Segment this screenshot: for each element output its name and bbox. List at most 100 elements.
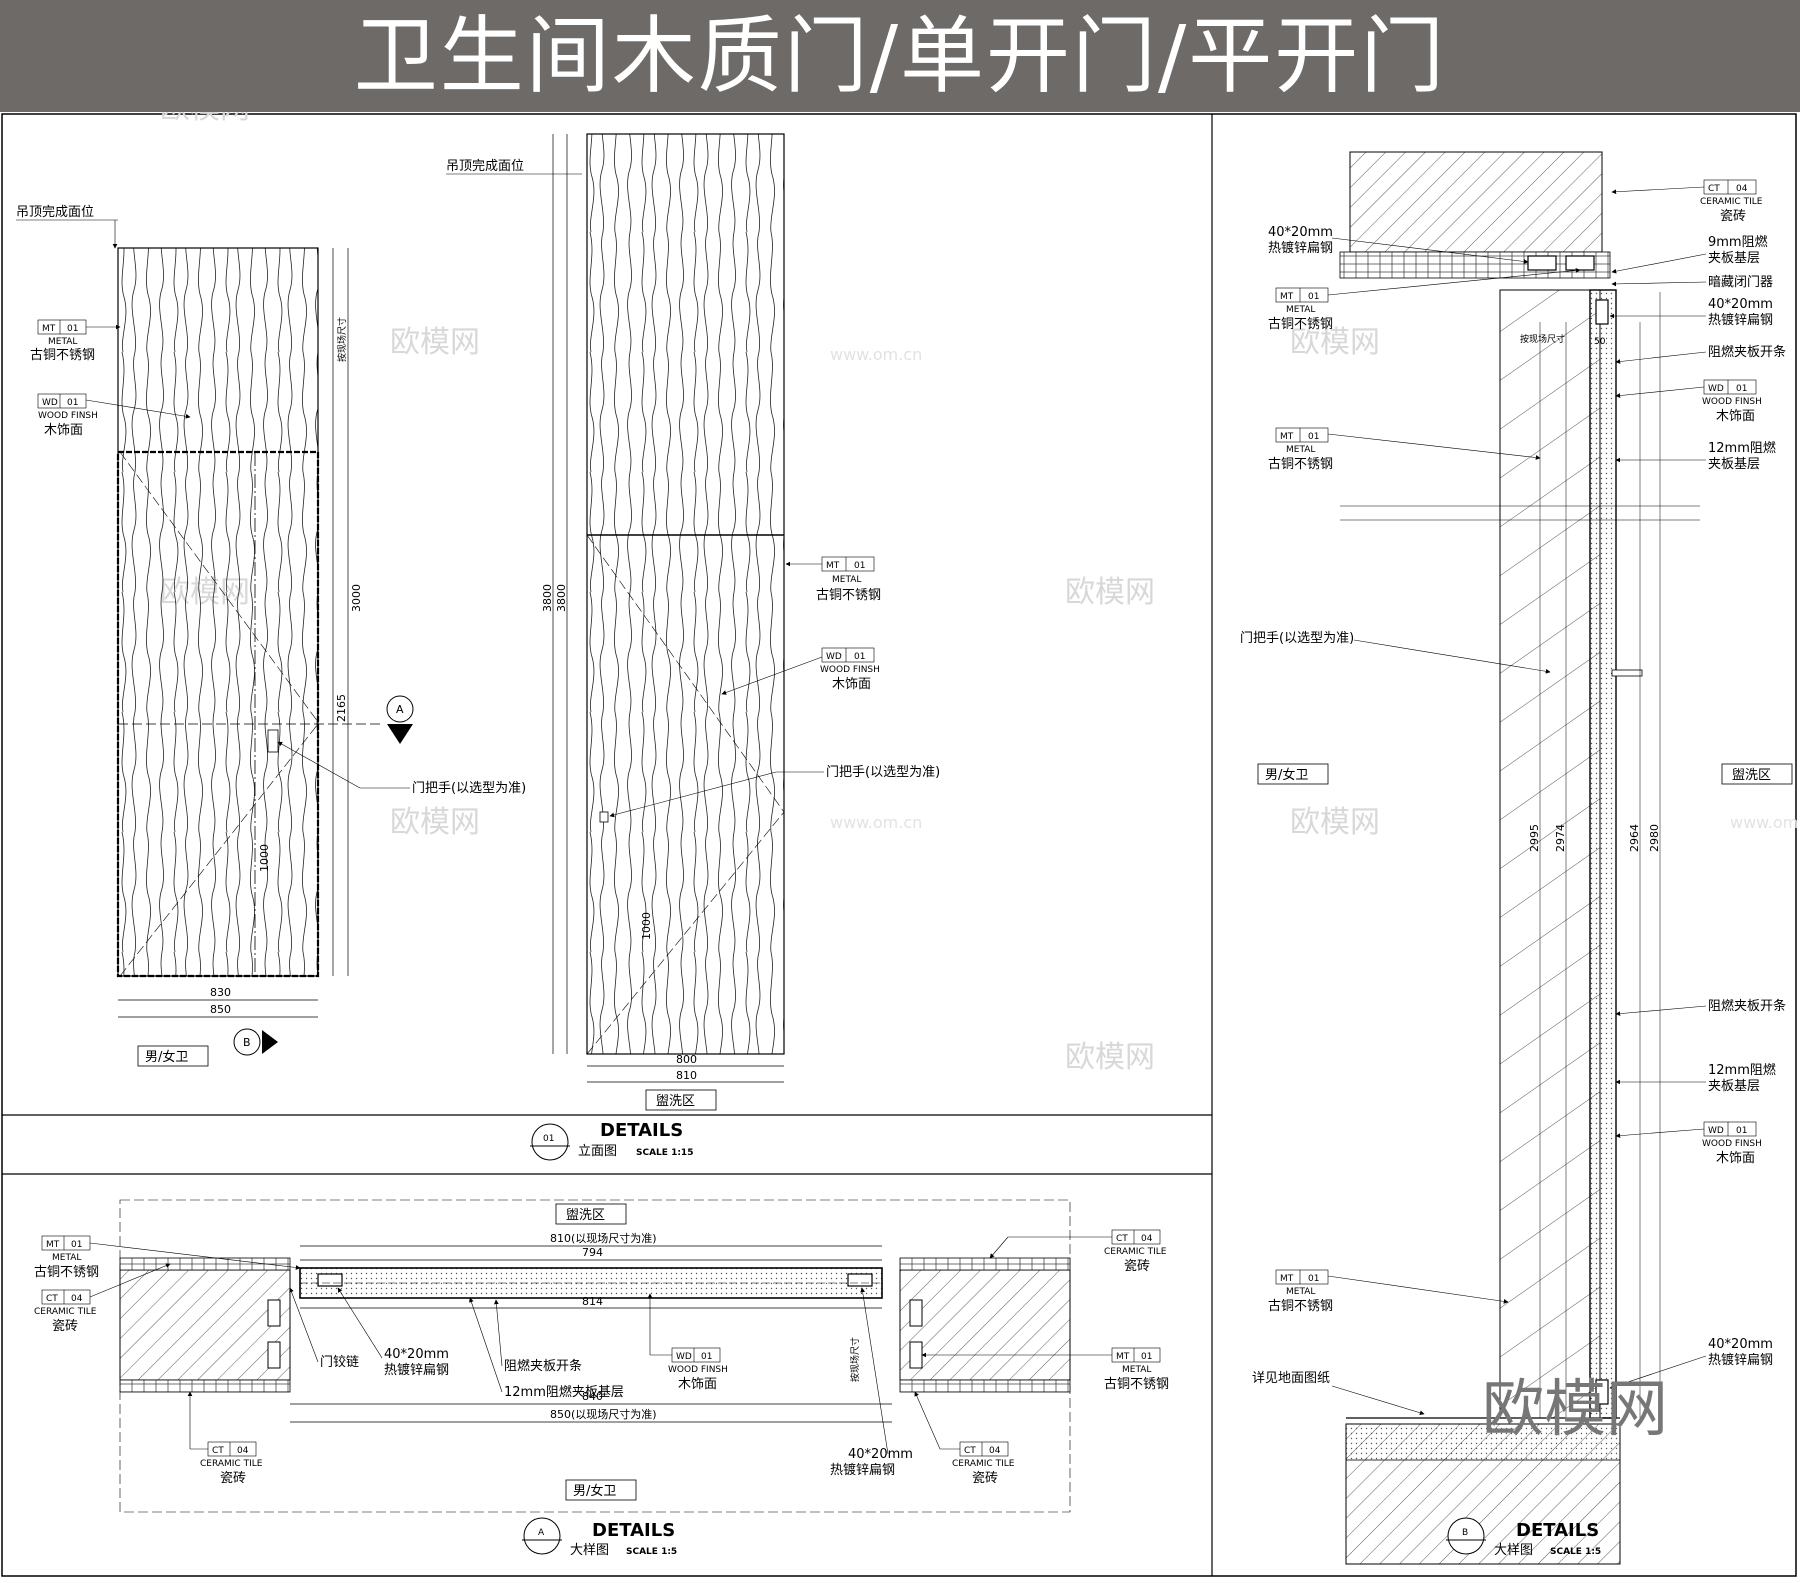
material-tag-wood: WD 01 WOOD FINSH 木饰面 — [1615, 379, 1762, 424]
svg-text:01: 01 — [854, 652, 865, 662]
material-tag-tile: CT 04 CERAMIC TILE 瓷砖 — [914, 1391, 1015, 1486]
svg-text:01: 01 — [543, 1134, 554, 1144]
watermark-text: 欧模网 — [1065, 575, 1155, 610]
dim-top-inner: 794 — [582, 1246, 603, 1259]
material-tag-wood: WD 01 WOOD FINSH 木饰面 — [1615, 1121, 1762, 1166]
svg-text:瓷砖: 瓷砖 — [1124, 1259, 1150, 1274]
dim-2995: 2995 — [1528, 824, 1541, 852]
svg-text:WOOD FINSH: WOOD FINSH — [820, 665, 880, 675]
door-frame — [117, 247, 319, 977]
door-handle-icon — [599, 811, 609, 823]
svg-text:01: 01 — [1736, 384, 1747, 394]
svg-text:01: 01 — [701, 1352, 712, 1362]
elevation-right: 3800 3800 1000 800 810 吊顶完成面位 MT 01 META… — [446, 133, 940, 1111]
material-tag-metal: MT 01 METAL 古铜不锈钢 — [1268, 427, 1541, 472]
svg-text:B: B — [243, 1036, 251, 1049]
svg-text:WD: WD — [676, 1352, 692, 1362]
floor-screed — [1345, 1423, 1621, 1461]
material-tag-wood: WD 01 WOOD FINSH 木饰面 — [721, 647, 880, 695]
detail-title-01: 01 DETAILS 立面图 SCALE 1:15 — [530, 1120, 693, 1161]
material-tag-metal: MT 01 METAL 古铜不锈钢 — [30, 319, 121, 363]
tile-left-bottom — [119, 1379, 291, 1393]
svg-text:古铜不锈钢: 古铜不锈钢 — [1268, 457, 1333, 472]
room-label-box — [645, 1089, 717, 1111]
svg-text:04: 04 — [989, 1446, 1001, 1456]
header-framing — [1339, 251, 1611, 279]
steel-bottom-l1: 40*20mm — [1708, 1337, 1773, 1352]
watermark-url: www.om.cn — [830, 813, 922, 832]
svg-text:瓷砖: 瓷砖 — [1720, 209, 1746, 224]
room-label-right: 盥洗区 — [1732, 768, 1771, 783]
drawing-title: 卫生间木质门/单开门/平开门 — [353, 7, 1447, 105]
steel-bottom-l2: 热镀锌扁钢 — [1708, 1352, 1773, 1368]
svg-text:古铜不锈钢: 古铜不锈钢 — [1268, 1299, 1333, 1314]
door-panel-wood — [117, 247, 319, 977]
svg-text:04: 04 — [71, 1294, 83, 1304]
svg-text:古铜不锈钢: 古铜不锈钢 — [30, 348, 95, 363]
wall-right — [899, 1269, 1071, 1381]
svg-text:WD: WD — [826, 652, 842, 662]
site-dim: 按现场尺寸 — [1520, 333, 1565, 345]
wall-section — [1499, 289, 1601, 1419]
svg-text:SCALE 1:5: SCALE 1:5 — [626, 1547, 677, 1557]
steel-right-l2: 热镀锌扁钢 — [1708, 312, 1773, 328]
material-tag-metal: MT 01 METAL 古铜不锈钢 — [1268, 1269, 1509, 1314]
watermark-text: 欧模网 — [1290, 325, 1380, 360]
svg-text:木饰面: 木饰面 — [678, 1377, 717, 1392]
svg-text:SCALE 1:15: SCALE 1:15 — [636, 1148, 693, 1158]
svg-text:MT: MT — [1280, 432, 1294, 442]
svg-text:瓷砖: 瓷砖 — [972, 1471, 998, 1486]
dim-inner-width: 800 — [676, 1053, 697, 1066]
dim-height-1: 3800 — [541, 584, 554, 612]
room-label: 盥洗区 — [656, 1094, 695, 1109]
dim-mid: 814 — [582, 1295, 603, 1308]
steel-callout-l2: 热镀锌扁钢 — [384, 1362, 449, 1378]
material-tag-metal: MT 01 METAL 古铜不锈钢 — [1268, 268, 1581, 332]
ply12a-l2: 夹板基层 — [1708, 457, 1760, 472]
svg-text:古铜不锈钢: 古铜不锈钢 — [34, 1265, 99, 1280]
room-label-bottom: 男/女卫 — [573, 1483, 616, 1499]
svg-text:CERAMIC TILE: CERAMIC TILE — [952, 1459, 1015, 1469]
svg-text:木饰面: 木饰面 — [1716, 409, 1755, 424]
svg-text:WD: WD — [42, 398, 58, 408]
svg-text:WD: WD — [1708, 384, 1724, 394]
strip-callout: 阻燃夹板开条 — [504, 1358, 582, 1374]
svg-text:瓷砖: 瓷砖 — [220, 1471, 246, 1486]
svg-text:WD: WD — [1708, 1126, 1724, 1136]
svg-text:SCALE 1:5: SCALE 1:5 — [1550, 1547, 1601, 1557]
handle-callout: 门把手(以选型为准) — [826, 765, 940, 780]
svg-text:04: 04 — [1736, 184, 1748, 194]
closer-callout: 暗藏闭门器 — [1708, 275, 1773, 290]
door-panel-wood — [586, 133, 785, 1055]
svg-text:04: 04 — [1141, 1234, 1153, 1244]
svg-text:WOOD FINSH: WOOD FINSH — [668, 1365, 728, 1375]
svg-text:木饰面: 木饰面 — [832, 677, 871, 692]
svg-text:METAL: METAL — [1286, 1287, 1315, 1297]
room-label-box — [137, 1045, 209, 1067]
steel-bottom-l2: 热镀锌扁钢 — [830, 1462, 895, 1478]
elevation-left: 按现场尺寸 3000 2165 1000 830 850 吊顶完成面位 MT 0… — [16, 205, 526, 1067]
dim-outer-width: 810 — [676, 1069, 697, 1082]
material-tag-metal: MT 01 METAL 古铜不锈钢 — [785, 556, 881, 603]
svg-text:WOOD FINSH: WOOD FINSH — [1702, 397, 1762, 407]
handle-callout: 门把手(以选型为准) — [412, 781, 526, 796]
svg-text:木饰面: 木饰面 — [44, 423, 83, 438]
dim-handle-height: 1000 — [258, 844, 271, 872]
svg-text:04: 04 — [237, 1446, 249, 1456]
svg-text:WOOD FINSH: WOOD FINSH — [1702, 1139, 1762, 1149]
title-banner: 卫生间木质门/单开门/平开门 — [0, 0, 1800, 112]
dim-handle-height: 1000 — [640, 912, 653, 940]
svg-text:METAL: METAL — [1122, 1365, 1151, 1375]
svg-text:CT: CT — [1708, 184, 1720, 194]
dim-site-depth: 按现场尺寸 — [849, 1337, 861, 1382]
svg-text:01: 01 — [1736, 1126, 1747, 1136]
svg-text:DETAILS: DETAILS — [1516, 1520, 1599, 1541]
material-tag-wood: WD 01 WOOD FINSH 木饰面 — [37, 393, 191, 438]
watermark-text: 欧模网 — [390, 805, 480, 840]
strip-callout-2: 阻燃夹板开条 — [1708, 998, 1786, 1014]
room-label-top: 盥洗区 — [566, 1208, 605, 1223]
ceiling-finish-label: 吊顶完成面位 — [446, 159, 524, 174]
svg-text:CERAMIC TILE: CERAMIC TILE — [1104, 1247, 1167, 1257]
base-callout: 12mm阻燃夹板基层 — [504, 1384, 624, 1400]
material-tag-tile: CT 04 CERAMIC TILE 瓷砖 — [34, 1263, 171, 1334]
